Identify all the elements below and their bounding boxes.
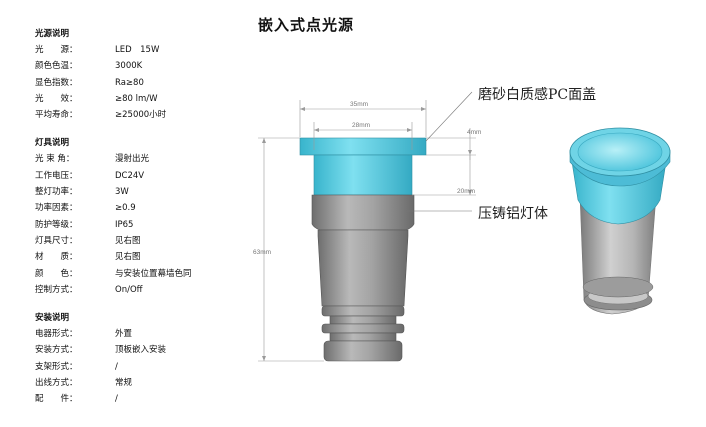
section-title: 安装说明 <box>35 313 70 324</box>
dim-label-28mm: 28mm <box>352 122 370 129</box>
spec-sheet: 光源说明 光 源： LED 15W 颜色色温： 3000K 显色指数： Ra≥80 光… <box>35 26 265 420</box>
callout-aluminum-body: 压铸铝灯体 <box>478 206 548 222</box>
spec-label: 光 束 角： <box>35 154 75 165</box>
spec-value: ≥25000小时 <box>115 110 167 121</box>
spec-value: 顶板嵌入安装 <box>115 345 167 356</box>
spec-value: LED 15W <box>115 45 160 55</box>
spec-value: On/Off <box>115 284 143 295</box>
ring <box>323 340 403 362</box>
spec-value: 与安装位置幕墙色同 <box>115 268 192 279</box>
cover-flange <box>299 137 427 156</box>
spec-row: 工作电压： DC24V <box>35 168 265 184</box>
spec-label: 控制方式： <box>35 284 78 295</box>
spec-row: 平均寿命： ≥25000小时 <box>35 107 265 123</box>
spec-value: 见右图 <box>115 252 141 263</box>
spec-label: 灯具尺寸： <box>35 235 78 246</box>
spec-value: ≥80 lm/W <box>115 93 158 104</box>
callout-pc-cover: 磨砂白质感PC面盖 <box>478 87 597 103</box>
spec-row: 支架形式： / <box>35 359 265 375</box>
spec-label: 整灯功率： <box>35 187 78 198</box>
spec-row: 材 质： 见右图 <box>35 249 265 265</box>
spec-label: 支架形式： <box>35 361 78 372</box>
ring <box>329 332 397 342</box>
spec-value: / <box>115 361 118 372</box>
spec-label: 颜 色： <box>35 268 78 279</box>
spec-row: 颜色色温： 3000K <box>35 58 265 74</box>
cover-body <box>313 154 413 196</box>
spec-value: 漫射出光 <box>115 154 150 165</box>
spec-row: 安装方式： 顶板嵌入安装 <box>35 342 265 358</box>
section-title: 灯具说明 <box>35 138 70 149</box>
body-taper <box>317 229 409 307</box>
spec-row: 防护等级： IP65 <box>35 217 265 233</box>
section-title: 光源说明 <box>35 29 70 39</box>
spec-label: 功率因素： <box>35 203 78 214</box>
spec-value: 见右图 <box>115 235 141 246</box>
aluminum-body <box>311 194 415 231</box>
spec-label: 电器形式： <box>35 329 78 340</box>
spec-row: 控制方式： On/Off <box>35 282 265 298</box>
dim-label-4mm: 4mm <box>467 129 481 136</box>
dim-label-20mm: 20mm <box>457 188 475 195</box>
spec-value: 外置 <box>115 329 133 340</box>
ring <box>321 323 405 334</box>
spec-value: / <box>115 394 118 405</box>
spec-row: 颜 色： 与安装位置幕墙色同 <box>35 266 265 282</box>
spec-label: 安装方式： <box>35 345 78 356</box>
spec-row: 光 效： ≥80 lm/W <box>35 91 265 107</box>
spec-value: DC24V <box>115 170 145 181</box>
spec-value: 3000K <box>115 61 143 72</box>
spec-label: 工作电压： <box>35 170 78 181</box>
section-light-source: 光源说明 光 源： LED 15W 颜色色温： 3000K 显色指数： Ra≥80 光… <box>35 26 265 123</box>
fixture-side-view <box>299 137 427 362</box>
spec-value: 3W <box>115 187 129 198</box>
spec-row: 显色指数： Ra≥80 <box>35 75 265 91</box>
spec-label: 平均寿命： <box>35 110 78 121</box>
spec-label: 颜色色温： <box>35 61 78 72</box>
spec-row: 灯具尺寸： 见右图 <box>35 233 265 249</box>
spec-label: 光 源： <box>35 45 78 55</box>
spec-row: 电器形式： 外置 <box>35 326 265 342</box>
spec-row: 光 束 角： 漫射出光 <box>35 151 265 167</box>
section-installation: 安装说明 电器形式：外置 安装方式：顶板嵌入安装 支架形式：/ 出线方式：常规 … <box>35 310 265 407</box>
spec-label: 防护等级： <box>35 219 78 230</box>
spec-value: ≥0.9 <box>115 203 136 214</box>
spec-row: 光 源： LED 15W <box>35 42 265 58</box>
dimension-arrows <box>262 107 472 361</box>
spec-row: 配 件： / <box>35 391 265 407</box>
spec-label: 出线方式： <box>35 378 78 389</box>
page-title: 嵌入式点光源 <box>258 16 355 34</box>
spec-label: 光 效： <box>35 93 78 104</box>
fixture-3d-render <box>569 127 671 315</box>
spec-label: 配 件： <box>35 394 78 405</box>
ring <box>321 305 405 317</box>
spec-value: 常规 <box>115 378 133 389</box>
ring <box>329 315 397 325</box>
dimension-lines <box>258 91 476 362</box>
spec-row: 出线方式： 常规 <box>35 375 265 391</box>
spec-label: 显色指数： <box>35 77 78 88</box>
spec-value: IP65 <box>115 219 134 230</box>
spec-label: 材 质： <box>35 252 78 263</box>
section-fixture: 灯具说明 光 束 角： 漫射出光 工作电压： DC24V 整灯功率： 3W 功率因素：… <box>35 135 265 298</box>
spec-row: 功率因素： ≥0.9 <box>35 200 265 216</box>
dim-label-35mm: 35mm <box>350 101 368 108</box>
spec-row: 整灯功率： 3W <box>35 184 265 200</box>
spec-value: Ra≥80 <box>115 77 144 88</box>
